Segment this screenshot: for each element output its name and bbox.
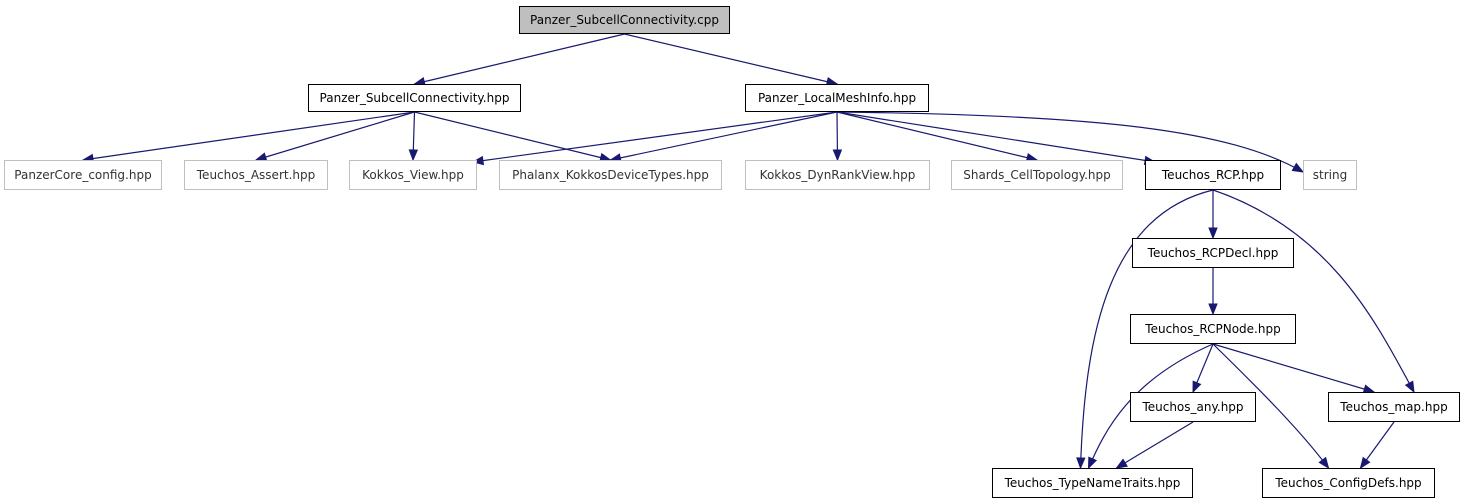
edge-any-to-typename [1116, 421, 1194, 469]
node-kokkos-dynrankview-hpp: Kokkos_DynRankView.hpp [745, 160, 930, 190]
arrowhead-subcell_hpp-to-kview [408, 149, 419, 162]
node-string: string [1303, 160, 1357, 190]
edge-localmesh-to-shards [836, 111, 1038, 161]
arrowhead-rcpnode-to-typename [1087, 456, 1098, 470]
edge-rcpnode-to-typename [1087, 343, 1214, 469]
node-shards-celltopology-hpp: Shards_CellTopology.hpp [951, 160, 1123, 190]
node-teuchos-assert-hpp: Teuchos_Assert.hpp [184, 160, 328, 190]
arrowhead-rcpnode-to-any [1192, 380, 1202, 394]
node-teuchos-rcpnode-hpp[interactable]: Teuchos_RCPNode.hpp [1130, 314, 1296, 344]
arrowhead-any-to-typename [1115, 458, 1128, 469]
edge-localmesh-to-rcp [836, 111, 1156, 163]
edge-localmesh-to-string [836, 111, 1304, 173]
arrowhead-localmesh-to-string [1291, 162, 1305, 173]
node-panzer-subcellconnectivity-hpp[interactable]: Panzer_SubcellConnectivity.hpp [308, 84, 521, 112]
node-teuchos-typenametraits-hpp[interactable]: Teuchos_TypeNameTraits.hpp [992, 468, 1193, 498]
arrowhead-rcpnode-to-configdefs [1318, 456, 1330, 470]
node-phalanx-kokkosdevicetypes-hpp: Phalanx_KokkosDeviceTypes.hpp [499, 160, 722, 190]
edge-subcell_hpp-to-assert [255, 111, 415, 161]
edge-rcpnode-to-map [1212, 343, 1375, 393]
node-teuchos-any-hpp[interactable]: Teuchos_any.hpp [1130, 392, 1256, 422]
edge-root-to-subcell_hpp [414, 33, 625, 85]
edge-subcell_hpp-to-panzercore [82, 111, 415, 161]
edge-rcpnode-to-configdefs [1212, 343, 1329, 469]
edge-subcell_hpp-to-phalanx [414, 111, 611, 161]
arrowhead-rcpdecl-to-rcpnode [1208, 303, 1218, 316]
node-teuchos-rcp-hpp[interactable]: Teuchos_RCP.hpp [1145, 160, 1281, 190]
node-panzercore-config-hpp: PanzerCore_config.hpp [4, 160, 162, 190]
edge-localmesh-to-phalanx [610, 111, 838, 161]
arrowhead-rcp-to-map [1404, 380, 1415, 394]
node-teuchos-map-hpp[interactable]: Teuchos_map.hpp [1328, 392, 1460, 422]
edge-rcp-to-typename [1079, 189, 1214, 469]
edge-localmesh-to-kview [472, 111, 838, 163]
edge-root-to-localmesh [624, 33, 838, 85]
node-teuchos-rcpdecl-hpp[interactable]: Teuchos_RCPDecl.hpp [1132, 238, 1294, 268]
arrowhead-rcp-to-rcpdecl [1208, 227, 1218, 240]
arrowhead-localmesh-to-dynrank [832, 149, 843, 162]
node-panzer-localmeshinfo-hpp[interactable]: Panzer_LocalMeshInfo.hpp [745, 84, 929, 112]
node-panzer-subcellconnectivity-cpp[interactable]: Panzer_SubcellConnectivity.cpp [519, 6, 730, 34]
arrowhead-map-to-configdefs [1359, 456, 1371, 470]
node-kokkos-view-hpp: Kokkos_View.hpp [349, 160, 477, 190]
arrowhead-rcp-to-typename [1076, 457, 1086, 470]
edge-rcp-to-map [1212, 189, 1415, 393]
node-teuchos-configdefs-hpp[interactable]: Teuchos_ConfigDefs.hpp [1262, 468, 1435, 498]
